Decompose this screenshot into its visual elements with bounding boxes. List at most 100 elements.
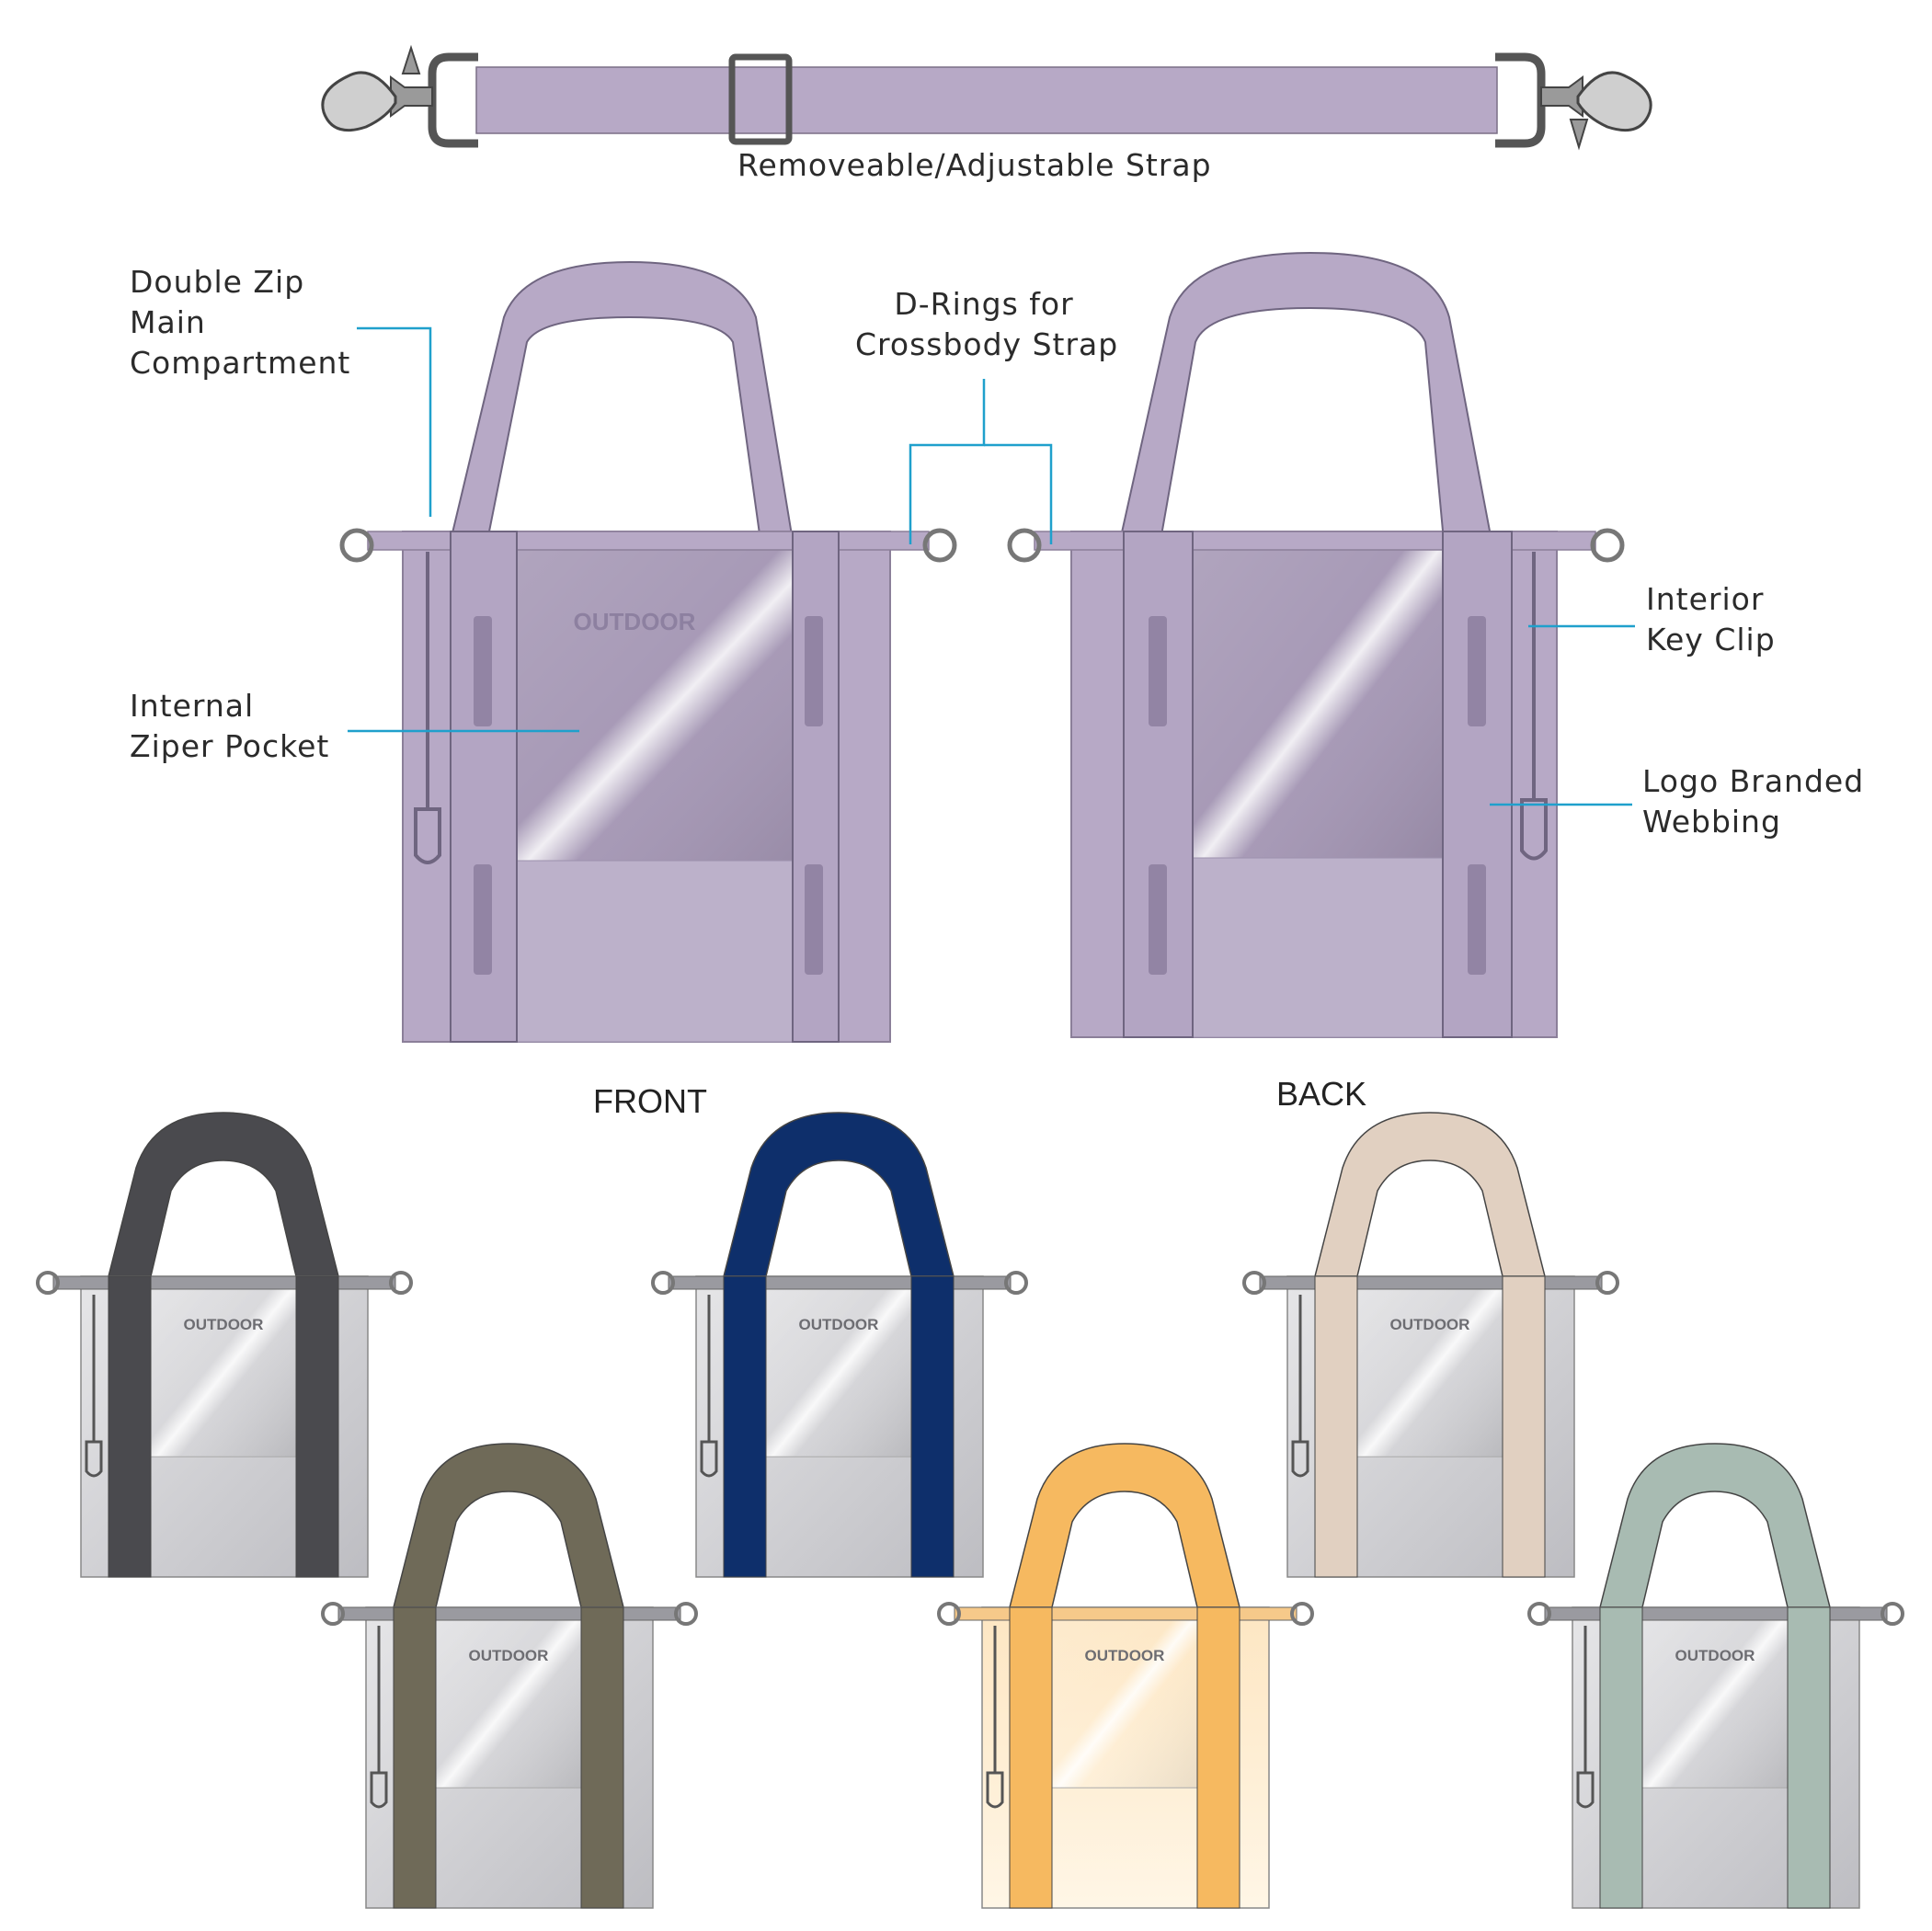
back-bag-large <box>1007 251 1625 1038</box>
label-webbing: Logo Branded Webbing <box>1642 761 1864 842</box>
variant-d-ring-right <box>1595 1271 1619 1295</box>
variant-bag-1: OUTDOOR <box>36 1112 413 1578</box>
label-internal-pocket-line1: Internal <box>130 688 255 724</box>
strap-left-ring <box>428 52 478 148</box>
variant-d-ring-left <box>1242 1271 1266 1295</box>
back-handle <box>1118 251 1493 542</box>
variant-webbing-right <box>295 1275 339 1578</box>
variant-handle <box>1009 1443 1240 1608</box>
variant-d-ring-left <box>1527 1602 1551 1626</box>
variant-webbing-left <box>1599 1606 1643 1909</box>
variant-handle <box>108 1112 339 1277</box>
color-variants: OUTDOOR OUTDOOR OUTDOOR OUTDOOR OUTDOOR OUTDO… <box>36 1112 1904 1909</box>
variant-d-ring-right <box>389 1271 413 1295</box>
variant-handle <box>723 1112 955 1277</box>
label-strap: Removeable/Adjustable Strap <box>737 147 1212 183</box>
variant-d-ring-right <box>1881 1602 1904 1626</box>
variant-top-binding <box>1544 1606 1888 1621</box>
back-d-ring-left <box>1007 528 1042 563</box>
label-back: BACK <box>1276 1075 1367 1113</box>
variant-logo: OUTDOOR <box>1085 1647 1165 1664</box>
callout-double-zip <box>357 326 432 517</box>
label-double-zip-line2: Main <box>130 304 206 340</box>
variant-webbing-right <box>580 1606 624 1909</box>
variant-webbing-right <box>910 1275 955 1578</box>
front-lower-panel <box>514 860 829 1043</box>
label-key-clip: Interior Key Clip <box>1646 579 1776 660</box>
variant-d-ring-left <box>321 1602 345 1626</box>
label-webbing-line1: Logo Branded <box>1642 763 1865 799</box>
label-d-rings-line2: Crossbody Strap <box>855 326 1119 362</box>
front-zipper-pull <box>414 552 441 864</box>
variant-handle <box>1599 1443 1831 1608</box>
label-double-zip-line1: Double Zip <box>130 264 305 300</box>
back-key-clip <box>1520 552 1548 861</box>
strap-right-clip <box>1540 71 1652 151</box>
strap-band <box>475 66 1498 134</box>
label-key-clip-line2: Key Clip <box>1646 622 1776 657</box>
label-front: FRONT <box>593 1082 707 1120</box>
strap-slider-buckle <box>728 53 793 145</box>
variant-zipper-pull <box>1291 1295 1309 1478</box>
variant-logo: OUTDOOR <box>799 1316 879 1333</box>
front-handle <box>449 260 795 542</box>
variant-logo: OUTDOOR <box>1675 1647 1755 1664</box>
variant-logo: OUTDOOR <box>184 1316 264 1333</box>
back-lower-panel <box>1192 857 1444 1038</box>
variant-webbing-right <box>1787 1606 1831 1909</box>
front-logo: OUTDOOR <box>574 608 696 635</box>
back-d-ring-right <box>1590 528 1625 563</box>
variant-logo: OUTDOOR <box>1390 1316 1470 1333</box>
removable-strap <box>321 44 1652 151</box>
back-logo-marks <box>1149 616 1486 975</box>
variant-top-binding <box>52 1275 396 1290</box>
label-webbing-line2: Webbing <box>1642 804 1781 840</box>
variant-bag-2: OUTDOOR <box>321 1443 698 1909</box>
label-key-clip-line1: Interior <box>1646 581 1765 617</box>
variant-d-ring-left <box>937 1602 961 1626</box>
variant-d-ring-right <box>1290 1602 1314 1626</box>
variant-bag-6: OUTDOOR <box>1527 1443 1904 1909</box>
variant-zipper-pull <box>370 1626 388 1809</box>
variant-bag-5: OUTDOOR <box>1242 1112 1619 1578</box>
variant-handle <box>393 1443 624 1608</box>
variant-webbing-left <box>1314 1275 1358 1578</box>
label-d-rings-line1: D-Rings for <box>894 286 1074 322</box>
variant-zipper-pull <box>85 1295 103 1478</box>
variant-logo: OUTDOOR <box>469 1647 549 1664</box>
variant-webbing-left <box>1009 1606 1053 1909</box>
label-internal-pocket-line2: Ziper Pocket <box>130 728 330 764</box>
variant-zipper-pull <box>700 1295 718 1478</box>
strap-left-clip <box>321 44 433 131</box>
callout-lines <box>348 326 1635 806</box>
variant-top-binding <box>337 1606 681 1621</box>
variant-bag-3: OUTDOOR <box>651 1112 1028 1578</box>
label-internal-pocket: Internal Ziper Pocket <box>130 686 329 767</box>
front-bag-large: OUTDOOR <box>339 260 957 1043</box>
front-d-ring-right <box>922 528 957 563</box>
variant-bag-4: OUTDOOR <box>937 1443 1314 1909</box>
callout-d-rings <box>909 379 986 544</box>
variant-top-binding <box>954 1606 1298 1621</box>
label-double-zip-line3: Compartment <box>130 345 351 381</box>
variant-d-ring-left <box>36 1271 60 1295</box>
variant-webbing-right <box>1196 1606 1240 1909</box>
variant-zipper-pull <box>986 1626 1004 1809</box>
label-double-zip: Double Zip Main Compartment <box>130 262 350 383</box>
variant-top-binding <box>1259 1275 1603 1290</box>
front-d-ring-left <box>339 528 374 563</box>
variant-handle <box>1314 1112 1546 1277</box>
front-logo-marks <box>474 616 823 975</box>
label-d-rings: D-Rings for Crossbody Strap <box>855 284 1119 365</box>
variant-d-ring-right <box>1004 1271 1028 1295</box>
strap-right-ring <box>1495 52 1546 148</box>
variant-d-ring-right <box>674 1602 698 1626</box>
variant-webbing-left <box>393 1606 437 1909</box>
variant-zipper-pull <box>1576 1626 1595 1809</box>
variant-webbing-right <box>1502 1275 1546 1578</box>
variant-webbing-left <box>108 1275 152 1578</box>
variant-webbing-left <box>723 1275 767 1578</box>
variant-top-binding <box>668 1275 1012 1290</box>
